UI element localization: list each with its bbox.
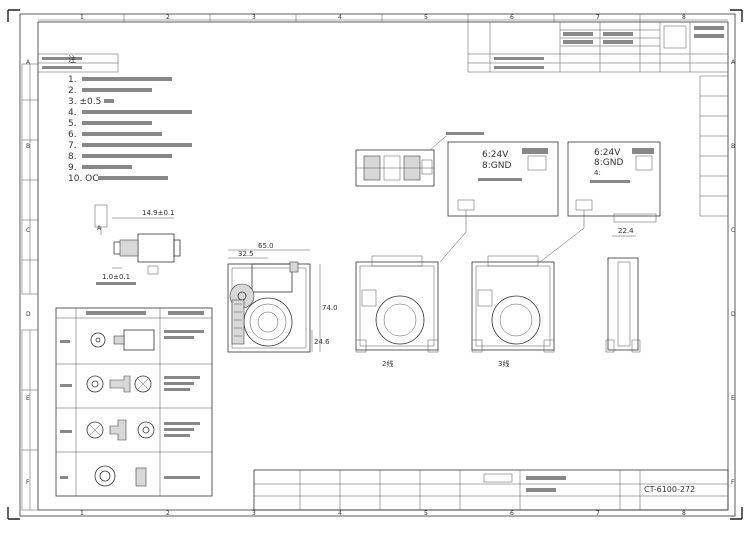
top-left-table	[37, 53, 119, 73]
title-block: CT-6100-272	[253, 469, 729, 511]
note-6: 6.	[68, 130, 77, 140]
tol-note: A	[97, 225, 102, 232]
box1-voltage: 6:24V	[482, 150, 509, 160]
box1-ground: 8:GND	[482, 161, 511, 171]
revision-table	[467, 21, 729, 73]
approval-table	[699, 75, 729, 217]
zone-col-6-bottom: 6	[510, 510, 514, 517]
connector-view	[355, 132, 484, 187]
drawing-number: CT-6100-272	[644, 485, 695, 494]
zone-col-3-bottom: 3	[252, 510, 256, 517]
side-offset-dim: 22.4	[618, 227, 634, 235]
zone-col-4: 4	[338, 14, 342, 21]
shaft-offset-dim: 1.0±0.1	[102, 273, 130, 281]
two-wire-label: 2线	[382, 359, 393, 368]
zone-row-d: D	[26, 311, 31, 318]
note-10: 10. OC	[68, 174, 99, 184]
side-view: 22.4	[605, 227, 641, 353]
shaft-detail: A 14.9±0.1 1.0±0.1	[94, 204, 181, 285]
zone-col-2-bottom: 2	[166, 510, 170, 517]
note-2: 2.	[68, 86, 77, 96]
zone-col-5-bottom: 5	[424, 510, 428, 517]
zone-row-c: C	[26, 227, 30, 234]
box2-signal: 4:	[594, 169, 601, 177]
zone-col-3: 3	[252, 14, 256, 21]
three-wire-label: 3线	[498, 359, 509, 368]
zone-row-a-right: A	[731, 59, 736, 66]
outer-border	[19, 13, 736, 517]
zone-row-b: B	[26, 143, 30, 150]
note-7: 7.	[68, 141, 77, 151]
wiring-box-1: 6:24V 8:GND	[439, 141, 559, 263]
shaft-length-dim: 14.9±0.1	[142, 209, 175, 217]
two-wire-view: 2线	[355, 255, 439, 368]
zone-col-5: 5	[424, 14, 428, 21]
zone-row-b-right: B	[731, 143, 735, 150]
zone-row-f-right: F	[731, 479, 735, 486]
width-total-dim: 65.0	[258, 242, 274, 250]
zone-col-7: 7	[596, 14, 600, 21]
zone-col-8-bottom: 8	[682, 510, 686, 517]
note-5: 5.	[68, 119, 77, 129]
zone-row-f: F	[26, 479, 30, 486]
zone-row-d-right: D	[731, 311, 736, 318]
main-front-view: 65.0 32.5 74.0 24.6	[227, 242, 338, 353]
zone-col-1-bottom: 1	[80, 510, 84, 517]
crop-marks	[7, 9, 743, 520]
box2-ground: 8:GND	[594, 158, 623, 168]
note-8: 8.	[68, 152, 77, 162]
technical-notes: 注 1. 2. 3. ±0.5 4. 5. 6. 7. 8. 9. 10. OC	[68, 54, 192, 184]
width-inner-dim: 32.5	[238, 250, 254, 258]
zone-row-e: E	[26, 395, 30, 402]
note-1: 1.	[68, 75, 77, 85]
zone-row-c-right: C	[731, 227, 735, 234]
left-revision-strip	[21, 63, 39, 511]
wiring-box-2: 6:24V 8:GND 4:	[539, 141, 661, 263]
height-right-dim: 74.0	[322, 304, 338, 312]
zone-row-a: A	[26, 59, 31, 66]
height-lower-dim: 24.6	[314, 338, 330, 346]
notes-heading: 注	[68, 54, 76, 64]
three-wire-view: 3线	[471, 255, 555, 368]
zone-col-7-bottom: 7	[596, 510, 600, 517]
box2-voltage: 6:24V	[594, 148, 621, 158]
zone-col-1: 1	[80, 14, 84, 21]
zone-row-e-right: E	[731, 395, 735, 402]
component-table	[55, 307, 213, 497]
zone-col-4-bottom: 4	[338, 510, 342, 517]
zone-col-6: 6	[510, 14, 514, 21]
zone-ruler-top	[38, 14, 728, 22]
zone-col-8: 8	[682, 14, 686, 21]
zone-col-2: 2	[166, 14, 170, 21]
note-3: 3. ±0.5	[68, 97, 101, 107]
note-4: 4.	[68, 108, 77, 118]
note-9: 9.	[68, 163, 77, 173]
